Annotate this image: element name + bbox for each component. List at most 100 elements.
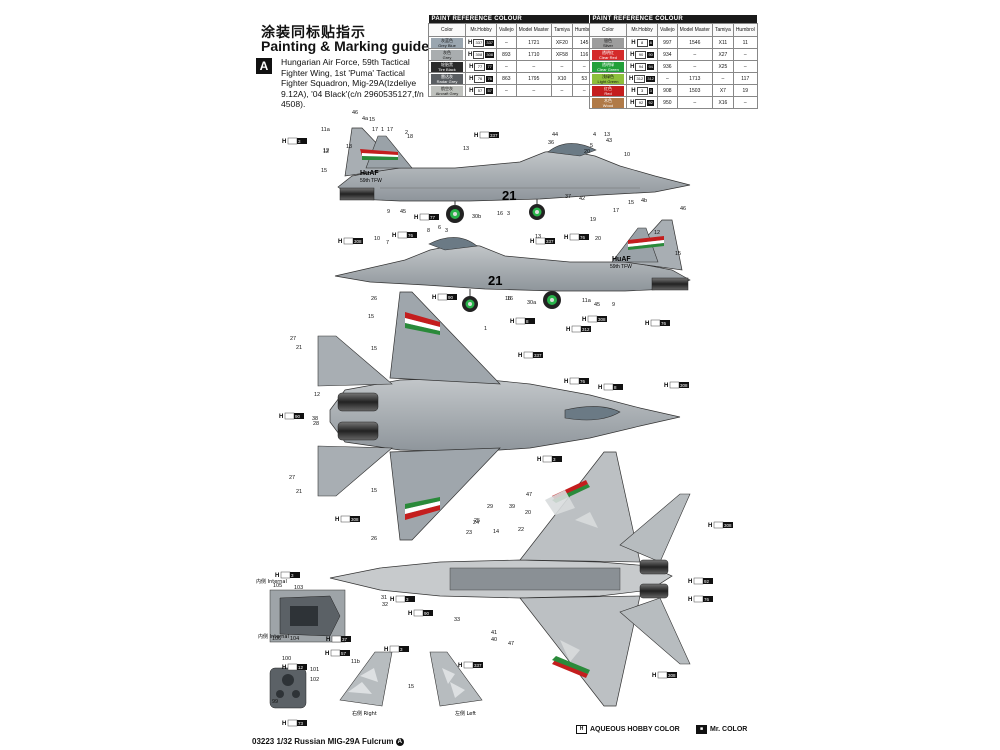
swatch-en: Tire Black bbox=[438, 66, 456, 72]
callout-number: 21 bbox=[296, 345, 302, 351]
paint-table-right: PAINT REFERENCE COLOUR Color Mr.Hobby Va… bbox=[589, 15, 758, 109]
callout-number: 11b bbox=[351, 659, 360, 665]
h-code: 3 bbox=[553, 457, 556, 462]
callout-number: 105 bbox=[273, 583, 282, 589]
h-code-box: 3 bbox=[636, 86, 648, 95]
h-code-box bbox=[395, 595, 406, 603]
h-prefix: H bbox=[282, 139, 286, 145]
scheme-badge: A bbox=[256, 58, 272, 74]
h-code: 76 bbox=[704, 597, 710, 602]
left-label: 左侧 Left bbox=[455, 710, 476, 717]
h-prefix: H bbox=[688, 597, 692, 603]
callout-number: 22 bbox=[518, 527, 524, 533]
swatch-cn: 浅绿色 bbox=[602, 73, 614, 79]
callout-number: 9 bbox=[612, 302, 615, 308]
h-prefix: H bbox=[537, 457, 541, 463]
h-code: 77 bbox=[430, 215, 436, 220]
h-code: 308 bbox=[485, 51, 495, 58]
callout-number: 37 bbox=[565, 194, 571, 200]
h-code-box bbox=[340, 515, 351, 523]
callout-number: 44 bbox=[552, 132, 558, 138]
callout-number: 33 bbox=[454, 617, 460, 623]
code-bg bbox=[489, 132, 499, 138]
callout-number: 5 bbox=[590, 143, 593, 149]
callout-number: 100 bbox=[282, 656, 291, 662]
h-code-box bbox=[569, 233, 580, 241]
code-bg bbox=[613, 384, 623, 390]
h-code-box bbox=[413, 609, 424, 617]
h-code-box bbox=[284, 412, 295, 420]
callout-number: 39 bbox=[509, 504, 515, 510]
callout-number: 31 bbox=[381, 595, 387, 601]
code-bg bbox=[297, 138, 307, 144]
callout-number: 41 bbox=[491, 630, 497, 636]
callout-number: 15 bbox=[369, 117, 375, 123]
callout-number: 12 bbox=[323, 148, 329, 154]
h-code-box bbox=[343, 237, 354, 245]
legend-aqueous: H AQUEOUS HOBBY COLOR bbox=[576, 725, 680, 734]
h-prefix: H bbox=[390, 597, 394, 603]
h-prefix: H bbox=[630, 51, 635, 58]
h-code: 90 bbox=[647, 51, 654, 58]
code-bg bbox=[447, 294, 457, 300]
callout-number: 17 bbox=[387, 127, 393, 133]
callout-number: 101 bbox=[310, 667, 319, 673]
code-bg bbox=[581, 326, 591, 332]
h-prefix: H bbox=[414, 215, 418, 221]
callout-number: 17 bbox=[372, 127, 378, 133]
h-code: 57 bbox=[486, 87, 493, 94]
h-code-box bbox=[419, 213, 430, 221]
code-bg bbox=[297, 664, 307, 670]
code-bg bbox=[579, 234, 589, 240]
h-prefix: H bbox=[631, 39, 636, 46]
h-code: 57 bbox=[341, 651, 347, 656]
legend-mrcolor: ■ Mr. COLOR bbox=[696, 725, 747, 734]
h-prefix: H bbox=[630, 63, 635, 70]
h-code: 12 bbox=[298, 665, 304, 670]
h-code-box bbox=[657, 671, 668, 679]
col-header: Vallejo bbox=[657, 23, 678, 37]
tail-fin-left bbox=[429, 651, 483, 707]
callout-number: 46 bbox=[680, 206, 686, 212]
legend-aqueous-label: AQUEOUS HOBBY COLOR bbox=[590, 726, 680, 733]
code-bg bbox=[597, 316, 607, 322]
footer-scheme-badge: A bbox=[395, 737, 404, 746]
h-prefix: H bbox=[510, 319, 514, 325]
h-prefix: H bbox=[282, 665, 286, 671]
callout-number: 45 bbox=[400, 209, 406, 215]
h-prefix: H bbox=[335, 517, 339, 523]
right-label: 右侧 Right bbox=[352, 710, 377, 717]
callout-number: 32 bbox=[382, 602, 388, 608]
h-code: 337 bbox=[534, 353, 542, 358]
h-prefix: H bbox=[392, 233, 396, 239]
h-prefix: H bbox=[326, 637, 330, 643]
h-code: 37 bbox=[342, 637, 348, 642]
h-prefix: H bbox=[688, 579, 692, 585]
color-code-tag: H 77 bbox=[414, 213, 439, 221]
mm-cell: – bbox=[515, 84, 552, 97]
h-code: 3 bbox=[298, 139, 301, 144]
internal-label-2: 内侧 Internal bbox=[258, 633, 289, 640]
code-bg bbox=[341, 636, 351, 642]
callout-number: 4a bbox=[362, 116, 369, 122]
h-code: 76 bbox=[580, 235, 586, 240]
h-prefix: H bbox=[275, 573, 279, 579]
h-prefix: H bbox=[458, 663, 462, 669]
side-view-left: 21 HuAF 59th TFW bbox=[334, 219, 691, 312]
h-code: 308 bbox=[354, 239, 362, 244]
h-code: 308 bbox=[680, 383, 688, 388]
